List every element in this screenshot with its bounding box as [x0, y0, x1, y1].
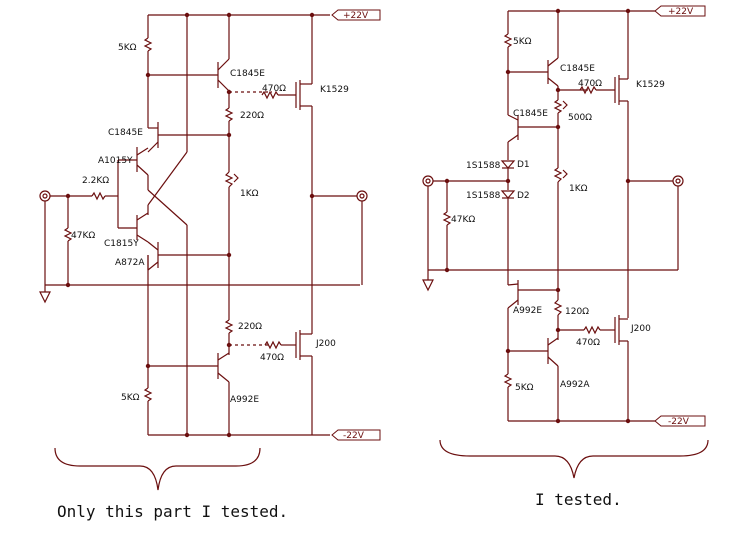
- left-mos-top-label: K1529: [320, 85, 349, 95]
- left-r-bot-label: 5KΩ: [121, 393, 140, 403]
- right-d2-part-label: 1S1588: [466, 191, 501, 201]
- left-rail-neg-flag: [331, 429, 381, 441]
- right-pot-top-label: 500Ω: [568, 113, 592, 123]
- left-r-gate-top-label: 470Ω: [262, 84, 286, 94]
- left-r-top-label: 5KΩ: [118, 43, 137, 53]
- right-q-bot-label: A992A: [560, 380, 590, 390]
- right-mos-bot-label: J200: [630, 324, 651, 334]
- left-q-c1815-label: C1815Y: [104, 239, 139, 249]
- left-q-a1015-label: A1015Y: [98, 156, 133, 166]
- right-r-gate-top-label: 470Ω: [578, 79, 602, 89]
- left-r-220-top-label: 220Ω: [240, 111, 264, 121]
- right-r-47k-label: 47KΩ: [451, 215, 475, 225]
- left-r-gate-bot-label: 470Ω: [260, 353, 284, 363]
- right-d1-part-label: 1S1588: [466, 161, 501, 171]
- left-rail-neg-label: -22V: [343, 431, 365, 441]
- right-brace: [439, 439, 709, 479]
- left-rail-pos-flag: [331, 9, 381, 21]
- right-mos-top-label: K1529: [636, 80, 665, 90]
- left-pot-label: 1KΩ: [240, 189, 259, 199]
- right-d1-label: D1: [517, 160, 530, 170]
- left-note-text: Only this part I tested.: [57, 502, 288, 521]
- right-circuit: +22V -22V 5KΩ C1845E 470Ω K1529 C1845E 5…: [422, 5, 706, 427]
- right-d2-label: D2: [517, 191, 530, 201]
- left-r-220-bot-label: 220Ω: [238, 322, 262, 332]
- right-r-120-label: 120Ω: [565, 307, 589, 317]
- left-rail-pos-label: +22V: [343, 11, 369, 21]
- right-q-a992-mid-label: A992E: [513, 306, 542, 316]
- left-q-top-label: C1845E: [230, 69, 265, 79]
- right-rail-pos-label: +22V: [668, 7, 694, 17]
- right-note-text: I tested.: [535, 490, 622, 509]
- right-q-top-label: C1845E: [560, 64, 595, 74]
- left-r-in-label: 2.2KΩ: [82, 176, 109, 186]
- right-rail-neg-label: -22V: [668, 417, 690, 427]
- left-r-47k-label: 47KΩ: [71, 231, 95, 241]
- right-pot-mid-label: 1KΩ: [569, 184, 588, 194]
- right-rail-neg-flag: [654, 415, 706, 427]
- right-q-mid-label: C1845E: [513, 109, 548, 119]
- left-circuit: +22V -22V 5KΩ C1845E 470Ω K1529 220Ω C18…: [39, 9, 381, 441]
- left-mos-bot-label: J200: [315, 339, 336, 349]
- right-r-bot-label: 5KΩ: [515, 383, 534, 393]
- left-brace: [54, 447, 261, 491]
- left-q-bot-label: A992E: [230, 395, 259, 405]
- right-rail-pos-flag: [654, 5, 706, 17]
- right-r-gate-bot-label: 470Ω: [576, 338, 600, 348]
- left-q-a872-label: A872A: [115, 258, 145, 268]
- left-q-mid-label: C1845E: [108, 128, 143, 138]
- right-r-top-label: 5KΩ: [513, 37, 532, 47]
